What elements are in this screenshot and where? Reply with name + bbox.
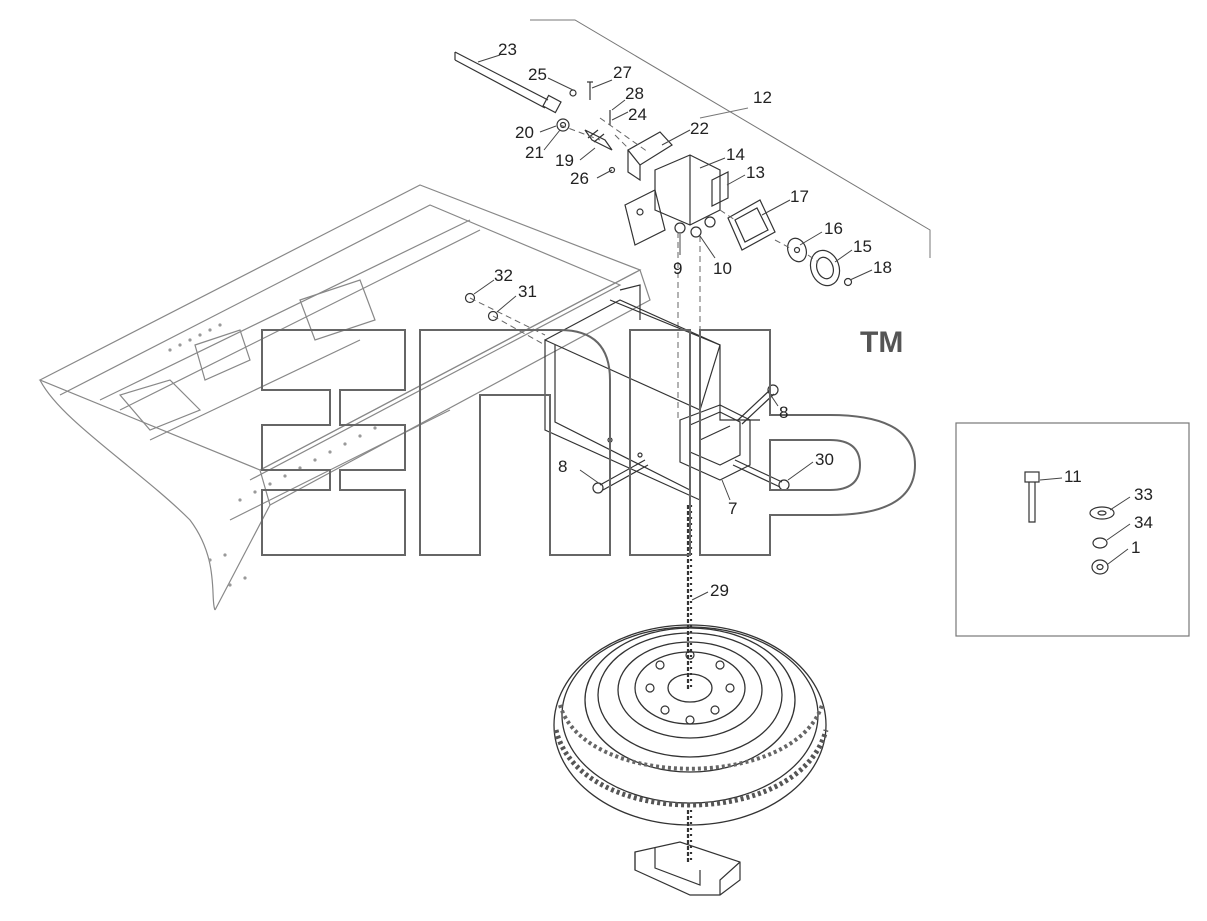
lifting-chain [686, 505, 693, 862]
callout-22: 22 [690, 119, 709, 138]
chassis-rivets [168, 323, 377, 587]
callout-18: 18 [873, 258, 892, 277]
tire-carrier-bracket [544, 284, 760, 501]
callout-32: 32 [494, 266, 513, 285]
callout-7: 7 [728, 499, 737, 518]
mounting-bolts [592, 384, 790, 494]
callout-25: 25 [528, 65, 547, 84]
callout-9: 9 [673, 259, 682, 278]
winch-drum [809, 249, 853, 287]
brand-watermark [261, 329, 917, 556]
cover-plate [727, 199, 776, 251]
tire-holder-plate [634, 841, 741, 896]
winch-bracket [624, 131, 729, 246]
callout-31: 31 [518, 282, 537, 301]
trademark-symbol: TM [860, 326, 903, 359]
callout-16: 16 [824, 219, 843, 238]
callout-29: 29 [710, 581, 729, 600]
callout-26: 26 [570, 169, 589, 188]
callout-12: 12 [753, 88, 772, 107]
nuts-31-32 [464, 292, 499, 322]
callout-21: 21 [525, 143, 544, 162]
callout-labels: 23 25 27 28 24 12 20 21 19 22 26 14 13 1… [494, 40, 1153, 600]
chassis-frame [38, 184, 651, 611]
callout-8-lower: 8 [558, 457, 567, 476]
callout-14: 14 [726, 145, 745, 164]
callout-15: 15 [853, 237, 872, 256]
washer [786, 237, 808, 263]
callout-17: 17 [790, 187, 809, 206]
callout-10: 10 [713, 259, 732, 278]
callout-11: 11 [1064, 467, 1082, 486]
callout-34: 34 [1134, 513, 1153, 532]
wheel-lug-holes [645, 650, 735, 725]
callout-19: 19 [555, 151, 574, 170]
spare-tire [553, 624, 829, 826]
fastener-detail-box [955, 422, 1190, 637]
callout-33: 33 [1134, 485, 1153, 504]
callout-20: 20 [515, 123, 534, 142]
assembly-guide-lines [469, 117, 819, 430]
callout-28: 28 [625, 84, 644, 103]
callout-13: 13 [746, 163, 765, 182]
callout-8-upper: 8 [779, 403, 788, 422]
callout-leader-lines [473, 54, 1131, 601]
winch-shaft [454, 51, 562, 114]
callout-23: 23 [498, 40, 517, 59]
callout-27: 27 [613, 63, 632, 82]
callout-1: 1 [1131, 538, 1140, 557]
assembly-12-boundary [530, 19, 931, 258]
callout-30: 30 [815, 450, 834, 469]
callout-24: 24 [628, 105, 647, 124]
